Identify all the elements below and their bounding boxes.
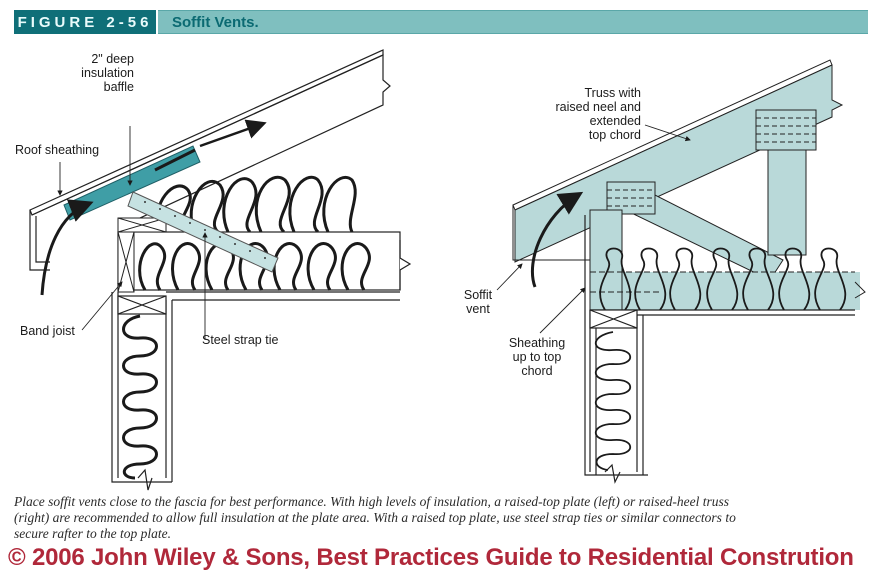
label-roof-sheathing: Roof sheathing	[15, 143, 100, 157]
airflow-arrow-right	[530, 191, 584, 288]
gusset-plate	[606, 109, 817, 215]
roof-rafter	[29, 49, 391, 271]
label-soffit-vent: Soffit vent	[463, 288, 493, 316]
figure-footer: Place soffit vents close to the fascia f…	[8, 494, 874, 571]
label-insulation-baffle: 2" deep insulation baffle	[81, 52, 134, 94]
insulation-right	[599, 247, 847, 311]
wall-right	[584, 215, 648, 484]
wall-insulation-right	[594, 331, 631, 471]
caption-line-1: Place soffit vents close to the fascia f…	[14, 494, 730, 509]
wall-insulation	[122, 314, 158, 480]
airflow-arrow	[40, 119, 267, 296]
label-sheathing: Sheathing up to top chord	[508, 336, 566, 378]
label-truss: Truss with raised neel and extended top …	[555, 86, 641, 142]
right-diagram	[496, 59, 866, 484]
copyright-watermark: © 2006 John Wiley & Sons, Best Practices…	[8, 544, 854, 571]
figure-header: FIGURE 2-56 Soffit Vents.	[14, 10, 868, 34]
callout-lines	[57, 126, 208, 340]
caption-line-2: (right) are recommended to allow full in…	[14, 510, 736, 525]
break-line	[399, 240, 412, 290]
label-band-joist: Band joist	[20, 324, 75, 338]
label-steel-strap-tie: Steel strap tie	[202, 333, 279, 347]
callout-lines-right	[496, 124, 691, 334]
figure-caption: Place soffit vents close to the fascia f…	[8, 494, 874, 542]
top-plate	[117, 217, 167, 293]
wall	[111, 291, 400, 491]
caption-line-3: secure rafter to the top plate.	[14, 526, 171, 541]
figure-title: Soffit Vents.	[158, 10, 868, 34]
truss-vertical-web	[767, 149, 807, 256]
figure-number: FIGURE 2-56	[14, 10, 158, 34]
left-diagram	[29, 49, 412, 491]
steel-strap-tie	[127, 191, 279, 273]
